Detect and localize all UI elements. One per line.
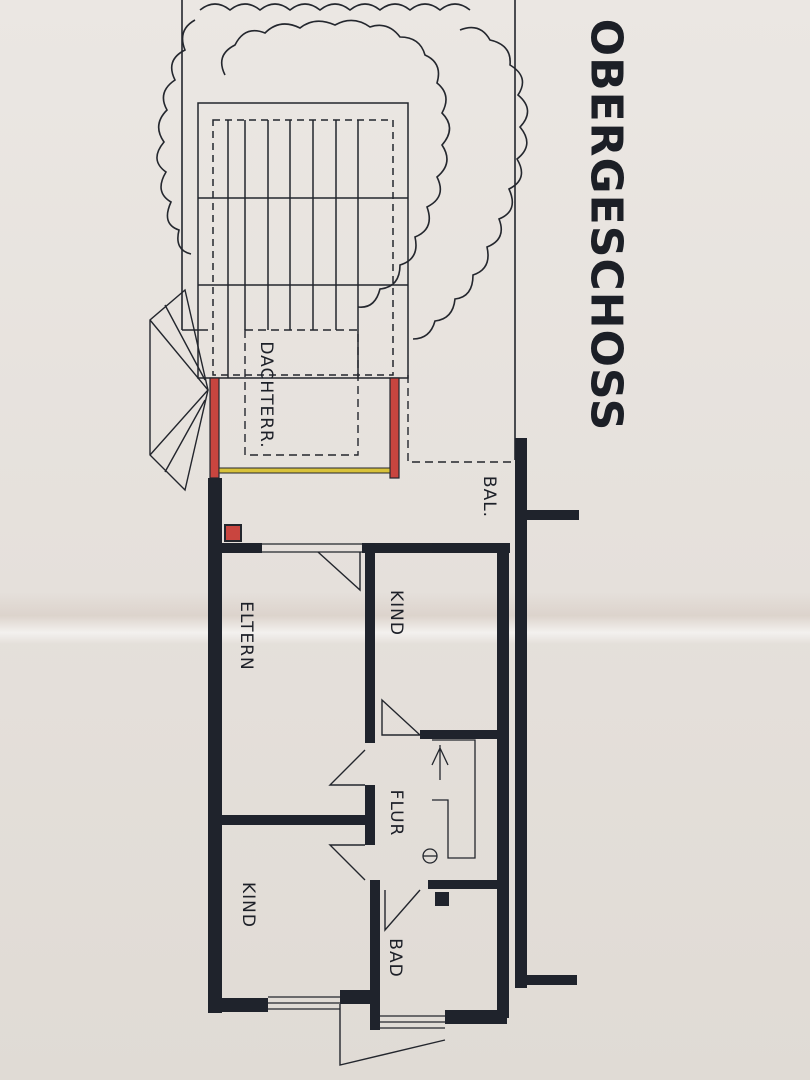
- entry-step: [339, 1004, 446, 1066]
- wall-inner-kind1: [365, 543, 375, 743]
- wall-south: [208, 998, 268, 1012]
- doors: [317, 551, 446, 1066]
- room-label-text: DACHTERR.: [256, 341, 276, 449]
- window-south-bad: [380, 1015, 445, 1029]
- roof-terrace: [244, 329, 515, 463]
- wall-inner-bad: [370, 880, 380, 1030]
- door-swing: [328, 749, 366, 786]
- terrace-steps: [197, 102, 409, 379]
- stair-outline: [432, 739, 476, 859]
- roof-terrace-outline: [244, 329, 359, 456]
- red-column-right: [389, 377, 400, 479]
- door-swing: [381, 698, 422, 736]
- title-text: OBERGESCHOSS: [580, 18, 632, 432]
- wall-inner-eltern: [222, 815, 370, 825]
- garden-area: [156, 0, 529, 460]
- door-swing: [317, 551, 361, 592]
- canopy-hatch: [149, 304, 209, 473]
- room-label-text: KIND: [238, 882, 258, 928]
- paper-fold: [0, 592, 810, 644]
- room-label-text: ELTERN: [236, 601, 256, 671]
- window-kind1: [375, 543, 432, 553]
- wall-inner-flur: [420, 730, 500, 739]
- balcony-dashed-edge: [407, 375, 515, 463]
- stair-arrow: [431, 745, 449, 780]
- yellow-beam: [218, 467, 391, 474]
- window-south-kind: [268, 996, 340, 1010]
- room-label-text: BAL.: [479, 475, 499, 519]
- door-swing: [328, 844, 366, 881]
- wall-stub-1: [527, 510, 579, 520]
- hedge-inner: [220, 19, 451, 308]
- hedge-right: [412, 26, 529, 340]
- wall-east-inner: [497, 543, 509, 1018]
- garden-outline: [181, 0, 516, 460]
- canopy: [149, 288, 209, 492]
- walls: [208, 438, 579, 1030]
- hedge-top: [199, 3, 471, 12]
- wall-north: [222, 543, 262, 553]
- window-north: [262, 543, 362, 553]
- door-swing: [384, 889, 421, 932]
- canopy-shape: [149, 288, 209, 492]
- wall-inner-flur-2: [365, 785, 375, 845]
- hall-stair: [422, 739, 476, 864]
- windows: [262, 543, 445, 1029]
- wall-south-3: [445, 1010, 507, 1024]
- room-label-text: FLUR: [386, 789, 406, 837]
- wall-east: [515, 438, 527, 988]
- wall-inner-bad-2: [428, 880, 503, 889]
- wall-stub-2: [527, 975, 577, 985]
- hedge-left: [156, 19, 196, 255]
- wall-west: [208, 478, 222, 1013]
- wall-north-2: [362, 543, 510, 553]
- red-column-left: [209, 377, 220, 479]
- chimney: [224, 524, 242, 542]
- shaft: [435, 892, 449, 906]
- room-label-text: KIND: [386, 590, 406, 636]
- steps-outline: [197, 102, 409, 379]
- room-label-text: BAD: [385, 938, 405, 978]
- steps-inner: [212, 119, 394, 376]
